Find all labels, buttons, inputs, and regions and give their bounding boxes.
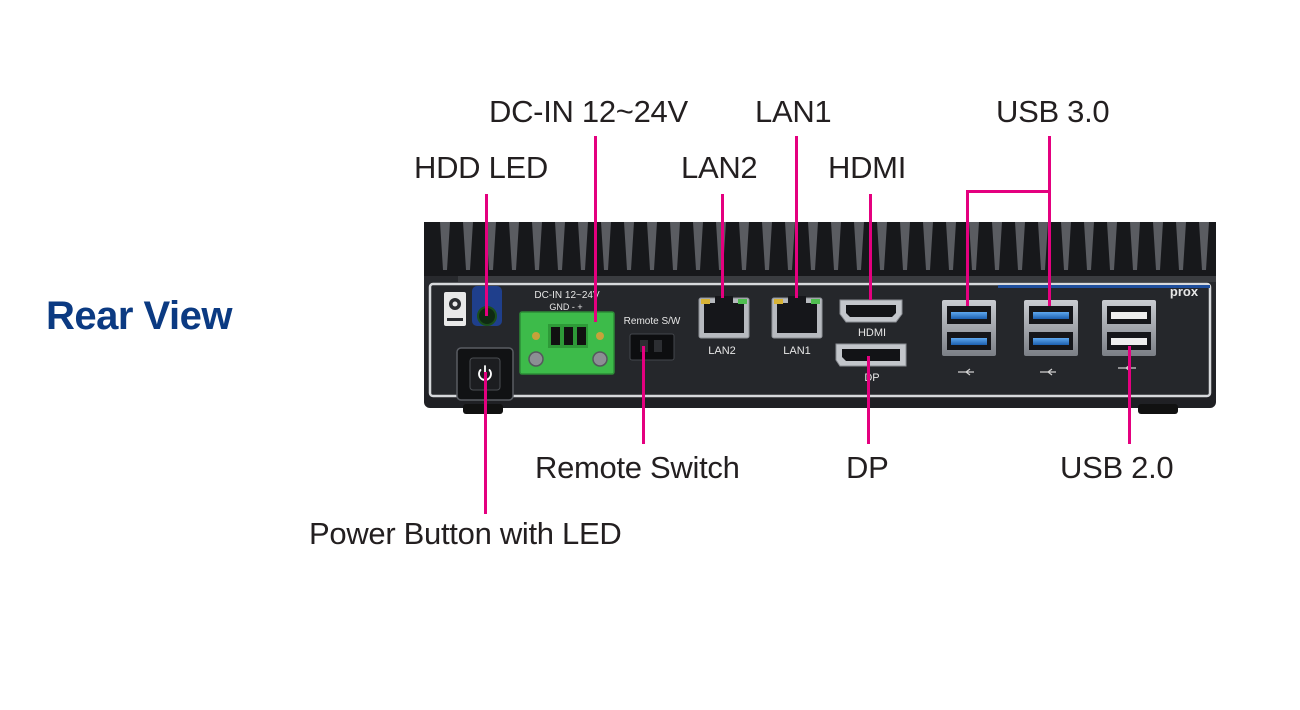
heatsink-fin	[693, 222, 703, 270]
heatsink-fin	[670, 222, 680, 270]
leader-lan1	[795, 136, 798, 298]
hdmi-print: HDMI	[858, 327, 886, 339]
heatsink-fin	[946, 222, 956, 270]
label-lan2: LAN2	[681, 150, 758, 185]
hdmi-port	[839, 299, 903, 323]
label-dc-in: DC-IN 12~24V	[489, 94, 688, 129]
heatsink-fin	[739, 222, 749, 270]
heatsink-fin	[808, 222, 818, 270]
lan2-port	[698, 296, 750, 339]
label-hdmi: HDMI	[828, 150, 907, 185]
heatsink-fin	[509, 222, 519, 270]
label-lan1: LAN1	[755, 94, 832, 129]
lan1-print: LAN1	[783, 345, 811, 357]
heatsink-fin	[785, 222, 795, 270]
heatsink-fin	[854, 222, 864, 270]
heatsink-fin	[486, 222, 496, 270]
brand-logo: prox	[1170, 284, 1199, 299]
lan2-print: LAN2	[708, 345, 736, 357]
heatsink-fin	[923, 222, 933, 270]
leader-usb2	[1128, 346, 1131, 444]
leader-lan2	[721, 194, 724, 298]
remote-switch-connector	[629, 333, 675, 361]
remote-switch-print: Remote S/W	[624, 316, 681, 327]
heatsink-fin	[1084, 222, 1094, 270]
label-remote-switch: Remote Switch	[535, 450, 740, 485]
heatsink-fin	[877, 222, 887, 270]
leader-dp	[867, 356, 870, 444]
lan1-port	[771, 296, 823, 339]
heatsink-fin	[1015, 222, 1025, 270]
usb3-port-pair-1	[942, 300, 996, 356]
leader-power-button	[484, 372, 487, 514]
leader-usb3-bar	[966, 190, 1051, 193]
heatsink-fins	[424, 222, 1216, 276]
label-dp: DP	[846, 450, 889, 485]
dp-port	[835, 343, 907, 367]
dc-in-pins-print: GND - +	[549, 302, 582, 312]
heatsink-fin	[1061, 222, 1071, 270]
heatsink-fin	[831, 222, 841, 270]
heatsink-fin	[1107, 222, 1117, 270]
heatsink-fin	[463, 222, 473, 270]
heatsink-fin	[1176, 222, 1186, 270]
heatsink-fin	[601, 222, 611, 270]
hdd-led-icon	[444, 292, 466, 326]
heatsink-fin	[992, 222, 1002, 270]
heatsink-fin	[1199, 222, 1209, 270]
heatsink-fin	[969, 222, 979, 270]
dc-in-print: DC-IN 12~24V	[534, 290, 600, 301]
heatsink-fin	[440, 222, 450, 270]
heatsink-fin	[900, 222, 910, 270]
heatsink-fin	[532, 222, 542, 270]
heatsink-fin	[1130, 222, 1140, 270]
heatsink-fin	[624, 222, 634, 270]
heatsink-fin	[762, 222, 772, 270]
leader-usb3-left	[966, 190, 969, 306]
usb2-port-pair	[1102, 300, 1156, 356]
label-hdd-led: HDD LED	[414, 150, 548, 185]
label-usb2: USB 2.0	[1060, 450, 1174, 485]
leader-remote-switch	[642, 346, 645, 444]
heatsink-fin	[647, 222, 657, 270]
heatsink-fin	[578, 222, 588, 270]
leader-hdd-led	[485, 194, 488, 316]
usb3-port-pair-2	[1024, 300, 1078, 356]
heatsink-fin	[1038, 222, 1048, 270]
fin-grooves	[440, 222, 1209, 270]
leader-usb3-stem	[1048, 136, 1051, 306]
heatsink-fin	[1153, 222, 1163, 270]
leader-hdmi	[869, 194, 872, 300]
leader-dc-in	[594, 136, 597, 322]
dc-in-terminal	[519, 311, 615, 375]
heatsink-fin	[555, 222, 565, 270]
label-power-button: Power Button with LED	[309, 516, 622, 551]
label-usb3: USB 3.0	[996, 94, 1110, 129]
page-title: Rear View	[46, 294, 233, 338]
